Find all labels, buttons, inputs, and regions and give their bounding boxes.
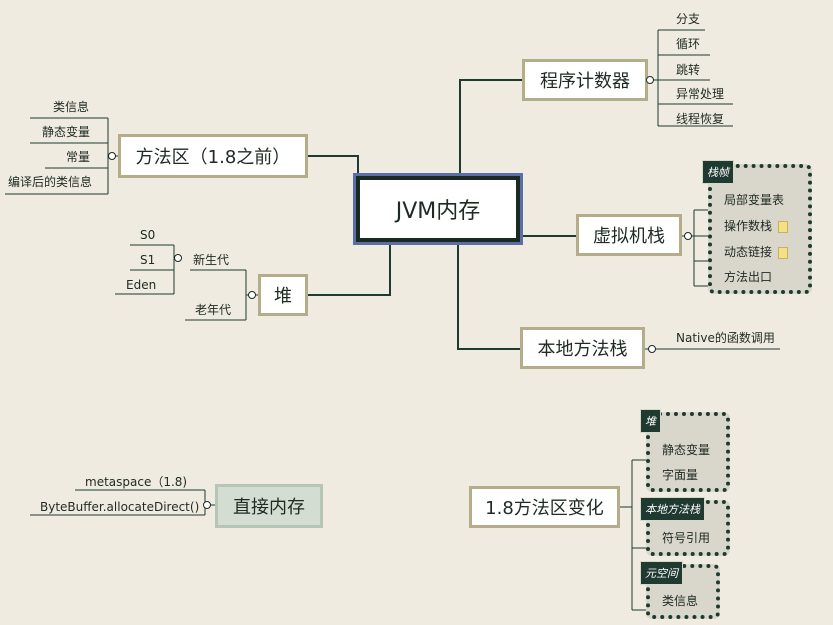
heap-young-item[interactable]: S0 xyxy=(140,228,156,242)
pc-item[interactable]: 异常处理 xyxy=(676,87,725,101)
method-area-item[interactable]: 静态变量 xyxy=(42,125,91,139)
vm-stack-item[interactable]: 动态链接 xyxy=(724,245,789,259)
vm-stack-item[interactable]: 操作数栈 xyxy=(724,219,789,233)
change-group-label[interactable]: 堆 xyxy=(640,409,661,433)
heap-young-item[interactable]: Eden xyxy=(126,278,157,292)
direct-memory-node[interactable]: 直接内存 xyxy=(215,484,323,528)
direct-memory-item[interactable]: ByteBuffer.allocateDirect() xyxy=(40,500,200,514)
change-group-label[interactable]: 元空间 xyxy=(640,561,683,585)
vm-stack-item-label: 操作数栈 xyxy=(724,219,773,233)
vm-stack-item[interactable]: 方法出口 xyxy=(724,270,773,284)
vm-stack-item[interactable]: 局部变量表 xyxy=(724,193,785,207)
direct-memory-item[interactable]: metaspace（1.8) xyxy=(85,475,188,489)
method-area-item[interactable]: 常量 xyxy=(66,150,91,164)
heap-young-item[interactable]: S1 xyxy=(140,253,156,267)
direct-memory-collapse-toggle[interactable] xyxy=(203,501,211,509)
heap-collapse-toggle[interactable] xyxy=(248,291,256,299)
change-title: 1.8方法区变化 xyxy=(485,498,604,519)
stack-frame-label[interactable]: 栈帧 xyxy=(702,160,734,184)
method-area-item[interactable]: 类信息 xyxy=(53,100,90,114)
method-area-collapse-toggle[interactable] xyxy=(108,152,116,160)
native-stack-node[interactable]: 本地方法栈 xyxy=(520,327,645,369)
note-icon[interactable] xyxy=(778,246,789,259)
heap-node[interactable]: 堆 xyxy=(258,274,308,316)
change-group-metaspace[interactable] xyxy=(646,564,720,619)
pc-item[interactable]: 循环 xyxy=(676,37,701,51)
change-item[interactable]: 字面量 xyxy=(662,468,699,482)
heap-young-collapse-toggle[interactable] xyxy=(174,254,182,262)
change-item[interactable]: 符号引用 xyxy=(662,531,711,545)
heap-title: 堆 xyxy=(274,286,292,307)
note-icon[interactable] xyxy=(778,220,789,233)
pc-item[interactable]: 跳转 xyxy=(676,63,701,77)
vm-stack-item-label: 动态链接 xyxy=(724,245,773,259)
change-item[interactable]: 静态变量 xyxy=(662,443,711,457)
pc-item[interactable]: 分支 xyxy=(676,12,701,26)
pc-title: 程序计数器 xyxy=(540,71,630,92)
pc-node[interactable]: 程序计数器 xyxy=(522,59,648,101)
center-label: JVM内存 xyxy=(395,199,481,224)
vm-stack-node[interactable]: 虚拟机栈 xyxy=(576,214,682,256)
method-area-node[interactable]: 方法区（1.8之前） xyxy=(118,134,308,178)
method-area-title: 方法区（1.8之前） xyxy=(135,147,291,168)
vm-stack-title: 虚拟机栈 xyxy=(593,226,665,247)
method-area-item[interactable]: 编译后的类信息 xyxy=(8,175,93,189)
heap-young[interactable]: 新生代 xyxy=(193,253,230,267)
native-stack-collapse-toggle[interactable] xyxy=(648,345,656,353)
change-node[interactable]: 1.8方法区变化 xyxy=(469,486,620,528)
direct-memory-title: 直接内存 xyxy=(233,497,305,518)
pc-collapse-toggle[interactable] xyxy=(646,76,654,84)
center-node[interactable]: JVM内存 xyxy=(353,173,523,245)
change-group-label[interactable]: 本地方法栈 xyxy=(640,497,705,521)
pc-item[interactable]: 线程恢复 xyxy=(676,112,725,126)
stack-frame-group[interactable] xyxy=(708,164,812,294)
heap-old[interactable]: 老年代 xyxy=(195,303,232,317)
native-stack-item[interactable]: Native的函数调用 xyxy=(676,331,775,345)
native-stack-title: 本地方法栈 xyxy=(537,339,628,360)
vm-stack-collapse-toggle[interactable] xyxy=(684,232,692,240)
change-item[interactable]: 类信息 xyxy=(662,594,699,608)
